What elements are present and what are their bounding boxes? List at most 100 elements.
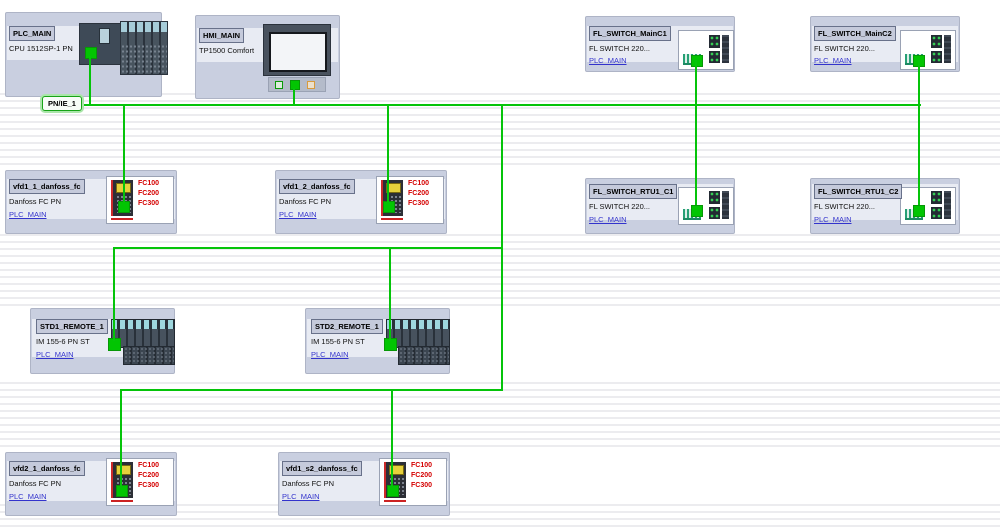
- device-name-field[interactable]: FL_SWITCH_MainC1: [589, 26, 671, 41]
- device-name-field[interactable]: STD2_REMOTE_1: [311, 319, 383, 334]
- io-controller-link[interactable]: PLC_MAIN: [9, 210, 47, 219]
- pn-port[interactable]: [387, 485, 399, 497]
- device-name-field[interactable]: vfd1_2_danfoss_fc: [279, 179, 355, 194]
- pn-port[interactable]: [290, 80, 300, 90]
- line-hmi-drop[interactable]: [293, 88, 295, 104]
- rack-terminals: [121, 44, 167, 74]
- device-name-field[interactable]: vfd1_s2_danfoss_fc: [282, 461, 362, 476]
- remote-io-terminals: [398, 346, 450, 365]
- io-controller-link[interactable]: PLC_MAIN: [589, 56, 627, 65]
- pn-ie-main-bus-line[interactable]: [80, 104, 921, 106]
- device-type-label: Danfoss FC PN: [9, 197, 62, 206]
- pn-port[interactable]: [691, 55, 703, 67]
- device-type-label: Danfoss FC PN: [282, 479, 335, 488]
- subnet-label[interactable]: PN/IE_1: [42, 96, 82, 111]
- pn-ie-remote-bus-line[interactable]: [113, 247, 503, 249]
- io-controller-link[interactable]: PLC_MAIN: [282, 492, 320, 501]
- io-controller-link[interactable]: PLC_MAIN: [279, 210, 317, 219]
- fc-model-labels: FC100 FC200 FC300: [411, 461, 432, 491]
- line-std2-drop[interactable]: [389, 249, 391, 341]
- device-name-field[interactable]: vfd1_1_danfoss_fc: [9, 179, 85, 194]
- fc-label: FC300: [138, 482, 160, 489]
- hmi-screen: [269, 32, 327, 72]
- fc-label: FC100: [138, 180, 160, 187]
- io-controller-link[interactable]: PLC_MAIN: [9, 492, 47, 501]
- pn-port[interactable]: [85, 47, 97, 59]
- pn-ie-vfd-bus-line[interactable]: [120, 389, 503, 391]
- drive-image[interactable]: FC100 FC200 FC300: [106, 458, 174, 506]
- io-controller-link[interactable]: PLC_MAIN: [589, 215, 627, 224]
- switch-module-icon: [931, 207, 942, 219]
- device-fl-switch-mainc1[interactable]: FL_SWITCH_MainC1 FL SWITCH 220... PLC_MA…: [585, 16, 735, 72]
- device-plc-main[interactable]: PLC_MAIN CPU 1512SP-1 PN: [5, 12, 168, 97]
- switch-image[interactable]: [900, 30, 956, 70]
- pn-port[interactable]: [116, 485, 128, 497]
- line-vfd1-1-drop[interactable]: [123, 106, 125, 202]
- device-name-field[interactable]: STD1_REMOTE_1: [36, 319, 108, 334]
- port-indicator-icon: [275, 81, 283, 89]
- remote-io-caps: [112, 320, 174, 329]
- switch-image[interactable]: [678, 30, 734, 70]
- switch-image[interactable]: [900, 187, 956, 225]
- fc-label: FC200: [138, 472, 160, 479]
- remote-io-caps: [387, 320, 449, 329]
- device-name-field[interactable]: PLC_MAIN: [9, 26, 56, 41]
- remote-io-terminals: [123, 346, 175, 365]
- device-vfd1-s2[interactable]: vfd1_s2_danfoss_fc Danfoss FC PN PLC_MAI…: [278, 452, 450, 516]
- switch-module-icon: [944, 35, 951, 63]
- line-trunk-drop[interactable]: [501, 106, 503, 389]
- remote-io-image[interactable]: [111, 319, 175, 348]
- fc-label: FC300: [411, 482, 433, 489]
- device-std2-remote-1[interactable]: STD2_REMOTE_1 IM 155-6 PN ST PLC_MAIN: [305, 308, 450, 374]
- device-vfd1-2[interactable]: vfd1_2_danfoss_fc Danfoss FC PN PLC_MAIN…: [275, 170, 447, 234]
- switch-module-icon: [944, 191, 951, 219]
- io-controller-link[interactable]: PLC_MAIN: [814, 56, 852, 65]
- line-switch-c2-drop[interactable]: [918, 60, 920, 205]
- fc-model-labels: FC100 FC200 FC300: [138, 461, 159, 491]
- device-type-label: IM 155-6 PN ST: [311, 337, 365, 346]
- switch-module-icon: [722, 35, 729, 63]
- pn-port[interactable]: [691, 205, 703, 217]
- device-type-label: FL SWITCH 220...: [589, 44, 650, 53]
- device-vfd1-1[interactable]: vfd1_1_danfoss_fc Danfoss FC PN PLC_MAIN…: [5, 170, 177, 234]
- device-name-field[interactable]: FL_SWITCH_RTU1_C2: [814, 184, 903, 199]
- device-type-label: FL SWITCH 220...: [814, 202, 875, 211]
- line-switch-c1-drop[interactable]: [695, 60, 697, 205]
- pn-port[interactable]: [913, 205, 925, 217]
- switch-module-icon: [709, 35, 720, 48]
- pn-port[interactable]: [118, 201, 130, 213]
- fc-label: FC200: [411, 472, 433, 479]
- drive-image[interactable]: FC100 FC200 FC300: [379, 458, 447, 506]
- device-fl-switch-rtu1-c1[interactable]: FL_SWITCH_RTU1_C1 FL SWITCH 220... PLC_M…: [585, 178, 735, 234]
- io-controller-link[interactable]: PLC_MAIN: [36, 350, 74, 359]
- fc-label: FC200: [138, 190, 160, 197]
- device-name-field[interactable]: vfd2_1_danfoss_fc: [9, 461, 85, 476]
- fc-model-labels: FC100 FC200 FC300: [408, 179, 429, 209]
- fc-label: FC100: [138, 462, 160, 469]
- device-name-field[interactable]: FL_SWITCH_RTU1_C1: [589, 184, 678, 199]
- drive-image[interactable]: FC100 FC200 FC300: [106, 176, 174, 224]
- device-hmi-main[interactable]: HMI_MAIN TP1500 Comfort: [195, 15, 340, 99]
- device-type-label: FL SWITCH 220...: [814, 44, 875, 53]
- line-vfd2-1-drop[interactable]: [120, 391, 122, 486]
- switch-image[interactable]: [678, 187, 734, 225]
- plc-io-rack-image[interactable]: [120, 21, 168, 75]
- line-vfd1-2-drop[interactable]: [387, 106, 389, 202]
- pn-port[interactable]: [383, 201, 395, 213]
- fc-label: FC300: [408, 200, 430, 207]
- io-controller-link[interactable]: PLC_MAIN: [311, 350, 349, 359]
- hmi-port-strip: [268, 77, 326, 92]
- line-plc-drop[interactable]: [89, 56, 91, 104]
- line-std1-drop[interactable]: [113, 249, 115, 341]
- io-controller-link[interactable]: PLC_MAIN: [814, 215, 852, 224]
- device-std1-remote-1[interactable]: STD1_REMOTE_1 IM 155-6 PN ST PLC_MAIN: [30, 308, 175, 374]
- device-fl-switch-rtu1-c2[interactable]: FL_SWITCH_RTU1_C2 FL SWITCH 220... PLC_M…: [810, 178, 960, 234]
- line-vfd1-s2-drop[interactable]: [391, 391, 393, 486]
- device-fl-switch-mainc2[interactable]: FL_SWITCH_MainC2 FL SWITCH 220... PLC_MA…: [810, 16, 960, 72]
- device-name-field[interactable]: FL_SWITCH_MainC2: [814, 26, 896, 41]
- hmi-panel-image[interactable]: [263, 24, 331, 76]
- device-vfd2-1[interactable]: vfd2_1_danfoss_fc Danfoss FC PN PLC_MAIN…: [5, 452, 177, 516]
- device-name-field[interactable]: HMI_MAIN: [199, 28, 245, 43]
- background-stripes: [0, 382, 1000, 452]
